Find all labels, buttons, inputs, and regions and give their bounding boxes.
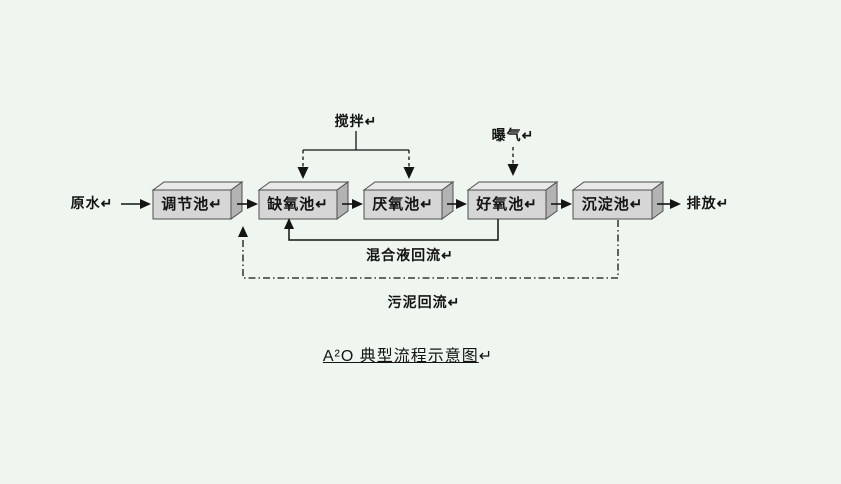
mixed-liquor-return-line [284, 218, 499, 241]
flow-arrow-inlet [121, 199, 151, 209]
anaerobic-tank-label: 厌氧池↵ [372, 196, 434, 213]
sedimentation-tank-box [571, 181, 665, 220]
stirring-branch-lines [297, 131, 415, 179]
aerobic-tank-box [466, 181, 559, 220]
stirring-arrowhead-right [403, 167, 415, 179]
box-top-face [257, 181, 350, 191]
sludge-return-line [238, 220, 619, 279]
main-flow-arrows [121, 199, 681, 209]
box-front-face [258, 189, 338, 220]
box-front-face [572, 189, 653, 220]
flow-arrow-2-3 [342, 199, 363, 209]
anaerobic-tank-box [362, 181, 455, 220]
aeration-arrow [507, 147, 519, 176]
aeration-label: 曝气↵ [491, 127, 535, 143]
regulating-tank-box [151, 181, 244, 220]
flow-arrow-3-4 [447, 199, 467, 209]
box-front-face [467, 189, 547, 220]
sedimentation-tank-label: 沉淀池↵ [581, 196, 644, 213]
effluent-label: 排放↵ [686, 195, 730, 211]
stirring-arrowhead-left [297, 167, 309, 179]
diagram-title: A²O 典型流程示意图↵ [258, 342, 558, 366]
anoxic-tank-label: 缺氧池↵ [267, 196, 329, 213]
mixed-liquor-return-label: 混合液回流↵ [366, 247, 454, 263]
flow-arrow-outlet [657, 199, 681, 209]
flow-arrow-4-5 [551, 199, 572, 209]
diagram-title-return-mark: ↵ [478, 348, 494, 365]
stirring-label: 搅拌↵ [334, 113, 378, 129]
box-top-face [151, 181, 244, 191]
sludge-return-label: 污泥回流↵ [387, 294, 461, 310]
box-top-face [466, 181, 559, 191]
box-top-face [362, 181, 455, 191]
raw-water-label: 原水↵ [70, 195, 114, 211]
flow-arrow-1-2 [237, 199, 258, 209]
box-front-face [152, 189, 232, 220]
box-top-face [571, 181, 665, 191]
aerobic-tank-label: 好氧池↵ [476, 196, 538, 213]
regulating-tank-label: 调节池↵ [161, 196, 223, 213]
anoxic-tank-box [257, 181, 350, 220]
box-front-face [363, 189, 443, 220]
diagram-title-text: A²O 典型流程示意图 [322, 348, 479, 365]
